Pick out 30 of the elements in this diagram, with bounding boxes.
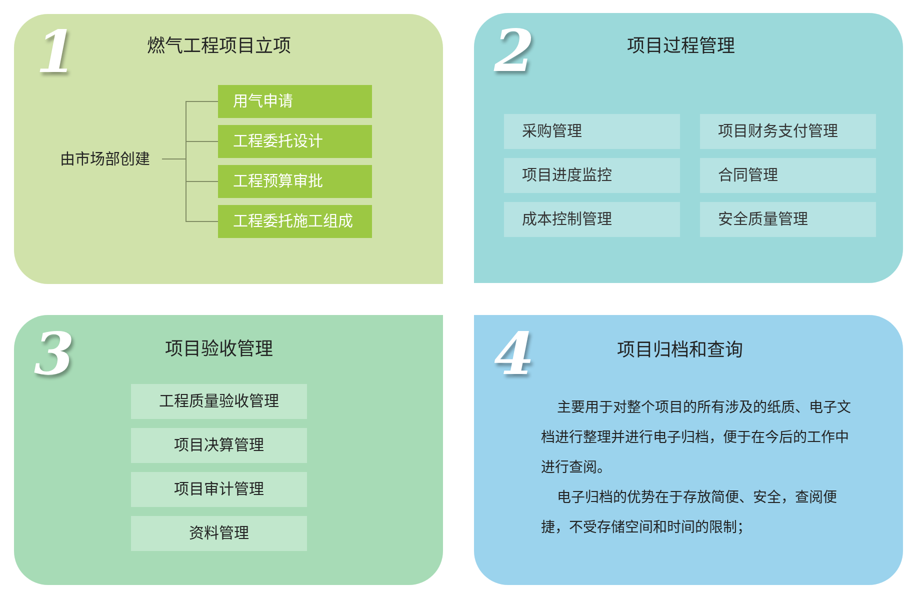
source-label: 由市场部创建 — [60, 149, 162, 169]
task-box: 工程委托施工组成 — [218, 205, 372, 238]
description-paragraph: 主要用于对整个项目的所有涉及的纸质、电子文档进行整理并进行电子归档，便于在今后的工作中进行查阅。 — [541, 398, 852, 478]
step-number: 4 — [494, 325, 534, 383]
step-number: 2 — [494, 22, 534, 80]
module-box: 项目进度监控 — [504, 158, 680, 193]
step-number: 3 — [34, 325, 74, 383]
section-title: 燃气工程项目立项 — [147, 36, 291, 58]
section-panel — [14, 315, 443, 585]
module-box: 资料管理 — [131, 516, 307, 551]
section-panel — [14, 14, 443, 284]
module-box: 项目审计管理 — [131, 472, 307, 507]
task-box: 工程委托设计 — [218, 125, 372, 158]
module-box: 工程质量验收管理 — [131, 384, 307, 419]
task-box: 用气申请 — [218, 85, 372, 118]
section-title: 项目归档和查询 — [617, 340, 743, 362]
connector-line — [162, 158, 218, 222]
section-panel — [474, 315, 903, 585]
step-number: 1 — [36, 23, 76, 81]
description-paragraph: 电子归档的优势在于存放简便、安全，查阅便捷，不受存储空间和时间的限制； — [541, 488, 838, 538]
module-box: 合同管理 — [700, 158, 876, 193]
section-title: 项目验收管理 — [165, 339, 273, 361]
module-box: 成本控制管理 — [504, 202, 680, 237]
module-box: 采购管理 — [504, 114, 680, 149]
module-box: 安全质量管理 — [700, 202, 876, 237]
module-box: 项目决算管理 — [131, 428, 307, 463]
module-box: 项目财务支付管理 — [700, 114, 876, 149]
task-box: 工程预算审批 — [218, 165, 372, 198]
section-title: 项目过程管理 — [627, 36, 735, 58]
section-panel — [474, 13, 903, 283]
